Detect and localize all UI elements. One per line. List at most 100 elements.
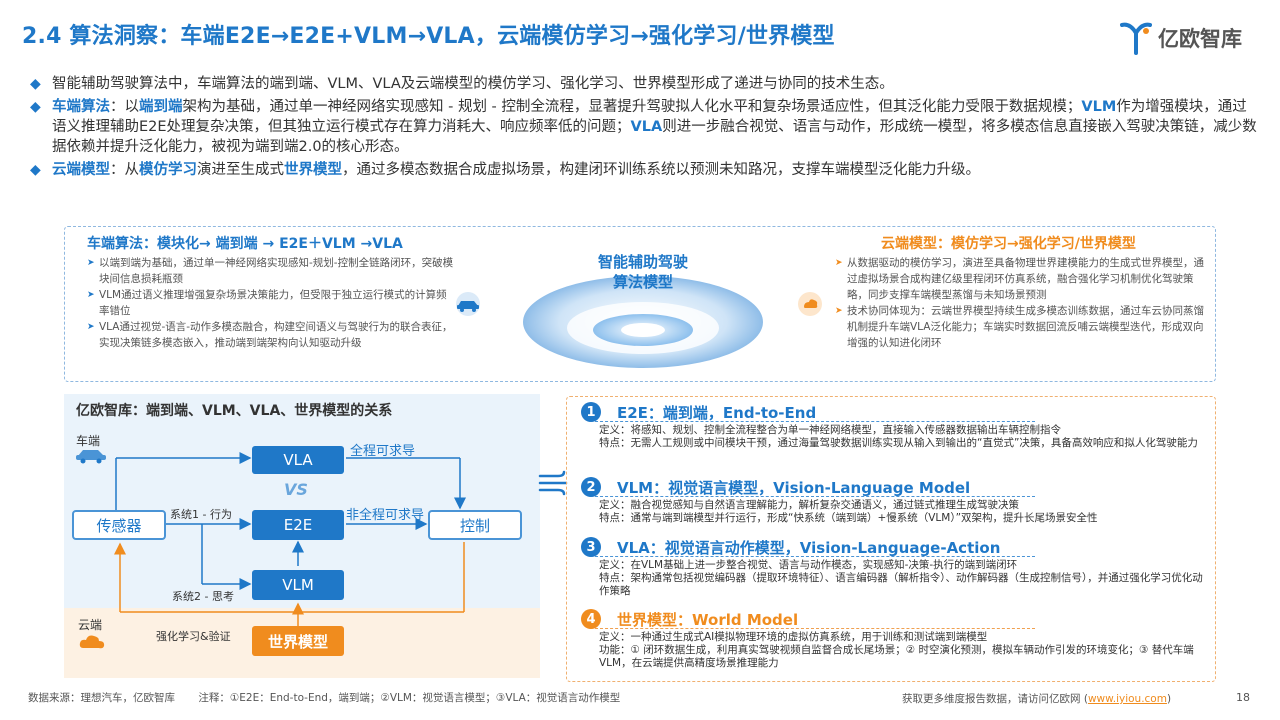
definition-line: 功能：① 闭环数据生成，利用真实驾驶视频自监督合成长尾场景；② 时空演化预测，模… <box>599 644 1194 669</box>
more-text-suffix: ) <box>1166 693 1172 705</box>
bullet-text: 则进一步融合视觉、语言与动作，形成统一模型，将多模态信息直接嵌入驾驶决策链，减少… <box>52 119 1257 155</box>
more-text: 获取更多维度报告数据，请访问亿欧网 ( <box>902 693 1088 705</box>
note-text: 注释：①E2E：End-to-End，端到端；②VLM：视觉语言模型；③VLA：… <box>198 692 621 704</box>
intro-bullets: 智能辅助驾驶算法中，车端算法的端到端、VLM、VLA及云端模型的模仿学习、强化学… <box>30 74 1260 183</box>
number-badge: 3 <box>581 537 601 557</box>
definition-text: 定义：融合视觉感知与自然语言理解能力，解析复杂交通语义，通过链式推理生成驾驶决策… <box>599 499 1213 525</box>
flow-arrow-icon <box>538 470 568 496</box>
definition-text: 定义：在VLM基础上进一步整合视觉、语言与动作模态，实现感知-决策-执行的端到端… <box>599 559 1213 598</box>
sensor-box: 传感器 <box>72 510 166 540</box>
brand-logo: 亿欧智库 <box>1118 18 1258 58</box>
definition-header: 2 VLM：视觉语言模型，Vision-Language Model <box>577 476 1213 498</box>
vehicle-algorithm-list: ➤ 以端到端为基础，通过单一神经网络实现感知-规划-控制全链路闭环，突破模块间信息… <box>87 255 457 351</box>
vehicle-side-label: 车端 <box>76 434 101 448</box>
list-item: ➤ 以端到端为基础，通过单一神经网络实现感知-规划-控制全链路闭环，突破模块间信息… <box>87 255 457 287</box>
definition-text: 定义：一种通过生成式AI模拟物理环境的虚拟仿真系统，用于训练和测试端到端模型 功… <box>599 631 1213 670</box>
control-box: 控制 <box>428 510 522 540</box>
list-item-text: VLM通过语义推理增强复杂场景决策能力，但受限于独立运行模式的计算频率错位 <box>99 289 447 317</box>
arrow-right-icon: ➤ <box>835 306 843 316</box>
cloud-share-icon <box>798 292 822 316</box>
definition-line: 定义：在VLM基础上进一步整合视觉、语言与动作模态，实现感知-决策-执行的端到端… <box>599 559 1018 571</box>
page-number: 18 <box>1236 691 1250 704</box>
definition-vlm: 2 VLM：视觉语言模型，Vision-Language Model 定义：融合… <box>577 476 1213 525</box>
bullet-vehicle-label: 车端算法 <box>52 99 110 115</box>
footer-more: 获取更多维度报告数据，请访问亿欧网 (www.iyiou.com) <box>902 691 1171 706</box>
vlm-box: VLM <box>252 570 344 600</box>
bullet-text: 作为增强模块，通过语义推理辅助E2E处理复杂决策，但其独立运行模式存在算力消耗大… <box>52 99 1247 135</box>
source-text: 数据来源：理想汽车，亿欧智库 <box>28 692 175 704</box>
definition-title: 世界模型：World Model <box>617 611 799 629</box>
system2-label: 系统2 - 思考 <box>172 590 234 603</box>
list-item: ➤ 从数据驱动的模仿学习，演进至具备物理世界建模能力的生成式世界模型，通过虚拟场景… <box>835 255 1207 303</box>
list-item-text: 技术协同体现为：云端世界模型持续生成多模态训练数据，通过车云协同蒸馏机制提升车端… <box>847 305 1204 349</box>
divider <box>595 556 1035 557</box>
bullet-highlight: 端到端 <box>139 99 183 115</box>
definition-text: 定义：将感知、规划、控制全流程整合为单一神经网络模型，直接输入传感器数据输出车辆… <box>599 424 1213 450</box>
cloud-model-title: 云端模型：模仿学习→强化学习/世界模型 <box>881 236 1136 252</box>
definition-title: VLA：视觉语言动作模型，Vision-Language-Action <box>617 539 1001 557</box>
definition-title: E2E：端到端，End-to-End <box>617 404 817 422</box>
diagram-connectors <box>114 452 466 626</box>
list-item-text: VLA通过视觉-语言-动作多模态融合，构建空间语义与驾驶行为的联合表征，实现决策… <box>99 321 453 349</box>
divider <box>595 421 1035 422</box>
definition-header: 4 世界模型：World Model <box>577 608 1213 630</box>
rl-verify-label: 强化学习&验证 <box>156 630 231 643</box>
definition-line: 定义：将感知、规划、控制全流程整合为单一神经网络模型，直接输入传感器数据输出车辆… <box>599 424 1061 436</box>
definition-header: 3 VLA：视觉语言动作模型，Vision-Language-Action <box>577 536 1213 558</box>
bullet-text: ，通过多模态数据合成虚拟场景，构建闭环训练系统以预测未知路况，支撑车端模型泛化能… <box>342 162 980 178</box>
cloud-icon <box>79 635 105 649</box>
algorithm-model-disc: 智能辅助驾驶 算法模型 <box>520 244 766 374</box>
bullet-overview-text: 智能辅助驾驶算法中，车端算法的端到端、VLM、VLA及云端模型的模仿学习、强化学… <box>52 76 894 92</box>
website-link[interactable]: www.iyiou.com <box>1087 693 1167 705</box>
vla-box: VLA <box>252 446 344 474</box>
relationship-diagram: 亿欧智库：端到端、VLM、VLA、世界模型的关系 车端 云端 传感器 VLA V… <box>64 394 540 678</box>
list-item: ➤ VLM通过语义推理增强复杂场景决策能力，但受限于独立运行模式的计算频率错位 <box>87 287 457 319</box>
car-icon <box>76 450 106 464</box>
bullet-vehicle-algorithm: 车端算法：以端到端架构为基础，通过单一神经网络实现感知 - 规划 - 控制全流程… <box>30 97 1260 157</box>
bullet-highlight: VLA <box>630 119 663 135</box>
definition-title: VLM：视觉语言模型，Vision-Language Model <box>617 479 971 497</box>
number-badge: 1 <box>581 402 601 422</box>
bullet-highlight: 模仿学习 <box>139 162 197 178</box>
diagram-title: 亿欧智库：端到端、VLM、VLA、世界模型的关系 <box>76 403 393 419</box>
e2e-box: E2E <box>252 510 344 540</box>
definitions-panel: 1 E2E：端到端，End-to-End 定义：将感知、规划、控制全流程整合为单… <box>566 396 1216 682</box>
definition-world-model: 4 世界模型：World Model 定义：一种通过生成式AI模拟物理环境的虚拟… <box>577 608 1213 670</box>
list-item: ➤ VLA通过视觉-语言-动作多模态融合，构建空间语义与驾驶行为的联合表征，实现决… <box>87 319 457 351</box>
cloud-model-list: ➤ 从数据驱动的模仿学习，演进至具备物理世界建模能力的生成式世界模型，通过虚拟场景… <box>835 255 1207 351</box>
arrow-right-icon: ➤ <box>835 258 843 268</box>
definition-line: 特点：通常与端到端模型并行运行，形成“快系统（端到端）+慢系统（VLM）”双架构… <box>599 512 1098 524</box>
bullet-text: 演进至生成式 <box>197 162 284 178</box>
vs-label: VS <box>284 480 308 499</box>
logo-icon <box>1120 22 1152 55</box>
definition-line: 特点：无需人工规则或中间模块干预，通过海量驾驶数据训练实现从输入到输出的“直觉式… <box>599 437 1198 449</box>
bullet-highlight: VLM <box>1081 99 1117 115</box>
disc-graphic <box>523 276 763 368</box>
arrow-right-icon: ➤ <box>87 290 95 300</box>
list-item-text: 以端到端为基础，通过单一神经网络实现感知-规划-控制全链路闭环，突破模块间信息损… <box>99 257 454 285</box>
bullet-highlight: 世界模型 <box>284 162 342 178</box>
bullet-cloud-model: 云端模型：从模仿学习演进至生成式世界模型，通过多模态数据合成虚拟场景，构建闭环训… <box>30 160 1260 180</box>
definition-header: 1 E2E：端到端，End-to-End <box>577 401 1213 423</box>
list-item-text: 从数据驱动的模仿学习，演进至具备物理世界建模能力的生成式世界模型，通过虚拟场景合… <box>847 257 1204 301</box>
list-item: ➤ 技术协同体现为：云端世界模型持续生成多模态训练数据，通过车云协同蒸馏机制提升车… <box>835 303 1207 351</box>
footer-source: 数据来源：理想汽车，亿欧智库 注释：①E2E：End-to-End，端到端；②V… <box>28 690 620 705</box>
divider <box>595 628 1035 629</box>
vehicle-algorithm-title: 车端算法：模块化→ 端到端 → E2E＋VLM →VLA <box>87 236 403 252</box>
definition-line: 定义：融合视觉感知与自然语言理解能力，解析复杂交通语义，通过链式推理生成驾驶决策 <box>599 499 1019 511</box>
number-badge: 2 <box>581 477 601 497</box>
disc-title-line2: 算法模型 <box>612 273 673 291</box>
arrow-right-icon: ➤ <box>87 258 95 268</box>
bullet-overview: 智能辅助驾驶算法中，车端算法的端到端、VLM、VLA及云端模型的模仿学习、强化学… <box>30 74 1260 94</box>
definition-vla: 3 VLA：视觉语言动作模型，Vision-Language-Action 定义… <box>577 536 1213 598</box>
world-model-box: 世界模型 <box>252 626 344 656</box>
logo-text: 亿欧智库 <box>1158 27 1242 51</box>
car-icon <box>456 292 480 316</box>
arrow-right-icon: ➤ <box>87 322 95 332</box>
system1-label: 系统1 - 行为 <box>170 508 232 521</box>
bullet-text: 架构为基础，通过单一神经网络实现感知 - 规划 - 控制全流程，显著提升驾驶拟人… <box>182 99 1082 115</box>
cloud-side-label: 云端 <box>78 618 103 632</box>
definition-line: 特点：架构通常包括视觉编码器（提取环境特征）、语言编码器（解析指令）、动作解码器… <box>599 572 1203 597</box>
divider <box>595 496 1035 497</box>
disc-title-line1: 智能辅助驾驶 <box>597 253 688 271</box>
